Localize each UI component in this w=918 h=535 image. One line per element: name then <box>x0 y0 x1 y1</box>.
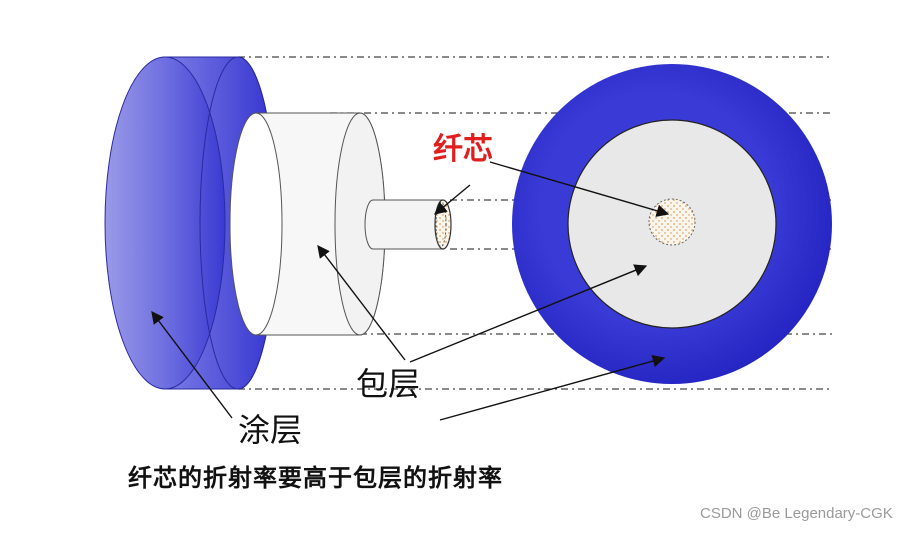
label-coating: 涂层 <box>238 411 303 449</box>
arrow-core-to-cross-section <box>489 161 670 217</box>
arrow-core-to-cylinder <box>434 184 471 215</box>
credit-watermark: CSDN @Be Legendary-CGK <box>700 505 893 522</box>
refractive-index-note: 纤芯的折射率要高于包层的折射率 <box>128 463 503 492</box>
cross-section-core <box>648 198 696 246</box>
label-cladding: 包层 <box>356 365 421 403</box>
cladding-cylinder-face <box>229 112 283 336</box>
core-cylinder-body <box>364 199 444 250</box>
cladding-cylinder <box>229 112 386 336</box>
label-core: 纤芯 <box>433 132 493 167</box>
core-cylinder <box>364 199 452 250</box>
cross-section <box>512 64 832 384</box>
arrow-cladding-to-cross-section <box>409 264 648 363</box>
coating-cylinder-face <box>104 56 226 390</box>
arrow-cladding-to-cylinder <box>317 244 406 361</box>
pointer-arrows <box>151 161 670 421</box>
arrow-coating-to-cylinder <box>151 310 233 419</box>
arrow-coating-to-cross-section <box>439 354 666 421</box>
